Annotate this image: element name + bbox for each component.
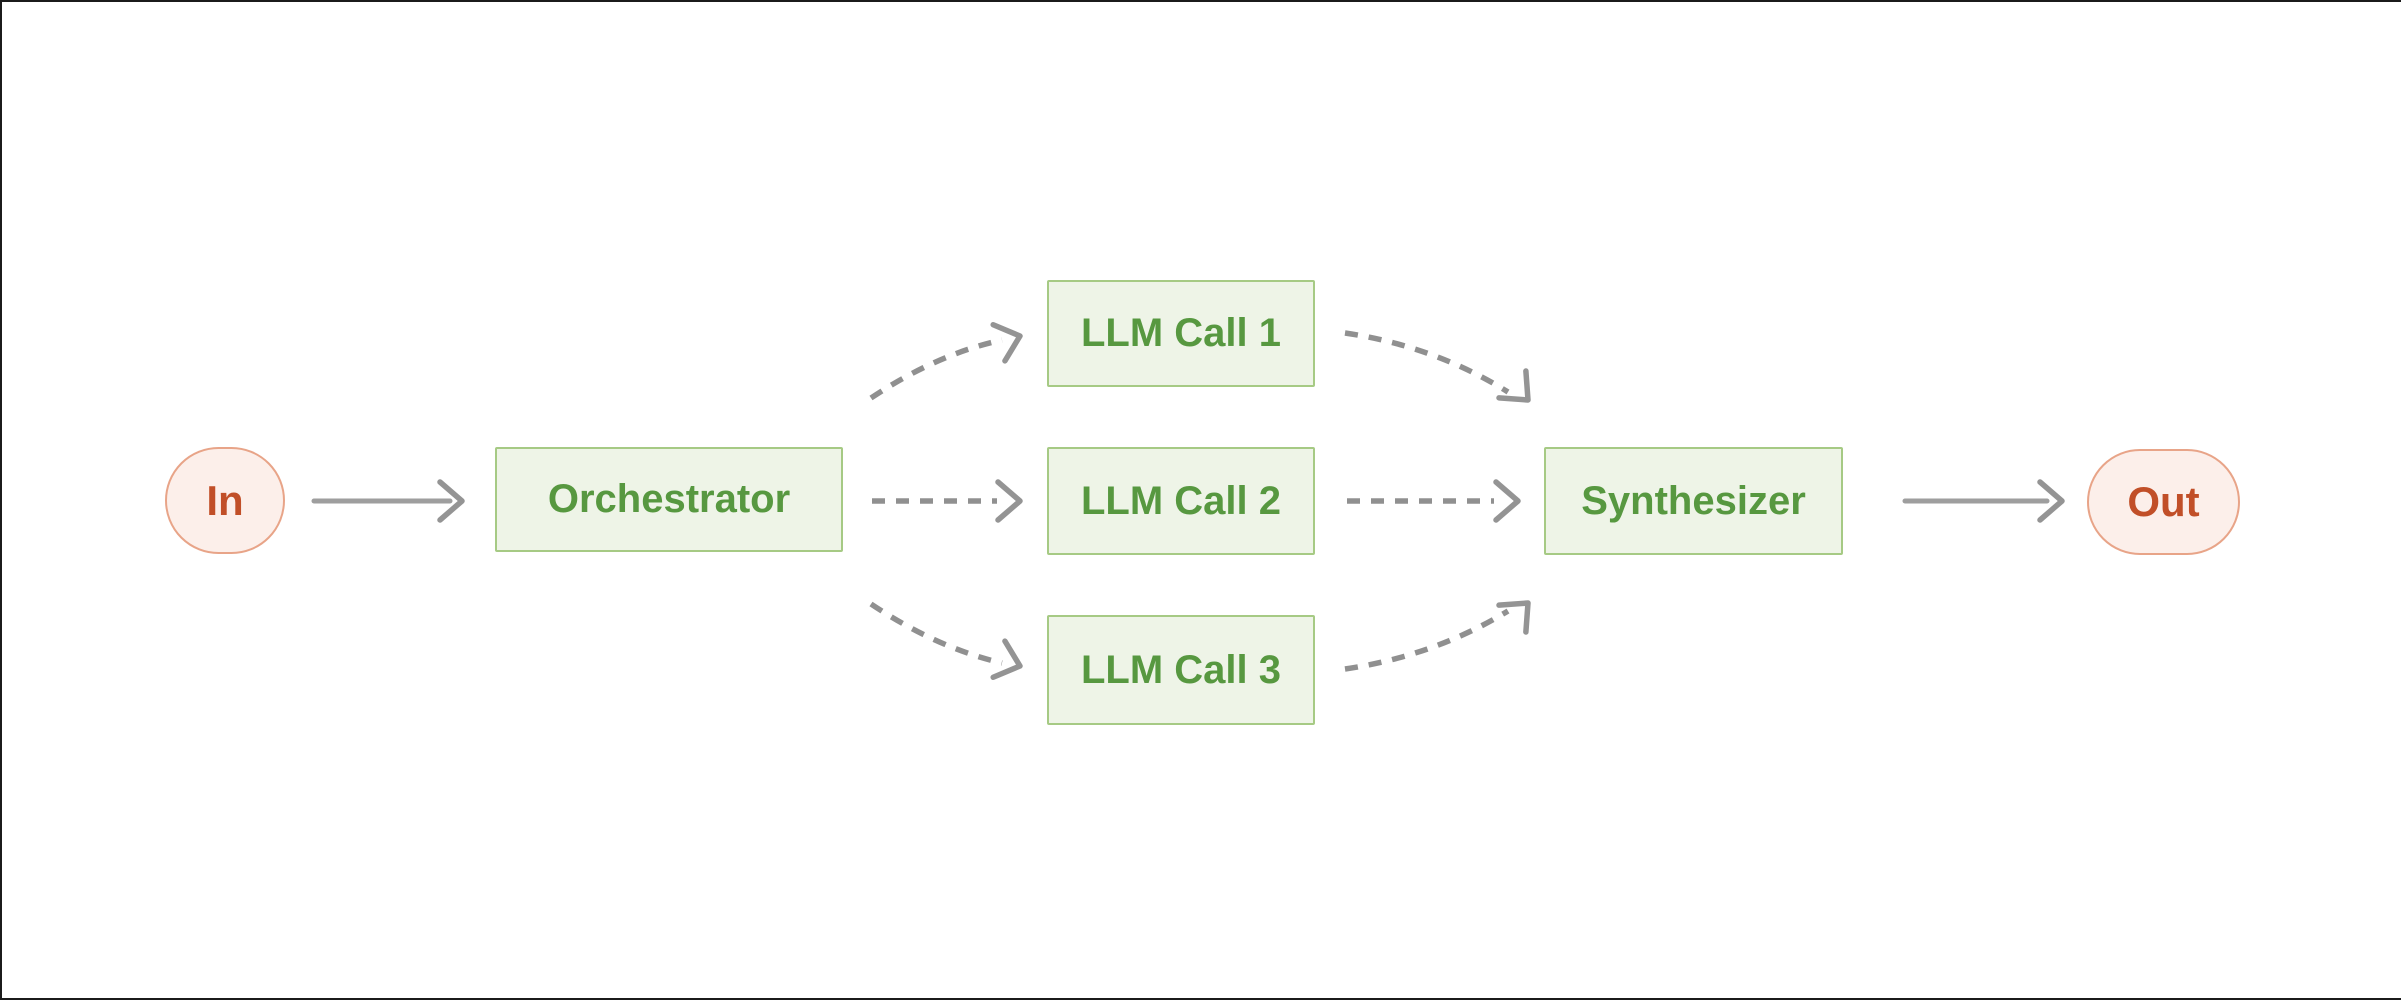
edge-orchestrator-to-llm-call-2	[872, 479, 1023, 523]
node-llm-call-3: LLM Call 3	[1047, 615, 1315, 725]
node-llm-call-1-label: LLM Call 1	[1080, 311, 1282, 355]
edge-llm-call-3-to-synthesizer	[1344, 600, 1531, 672]
edge-llm-call-1-to-synthesizer	[1344, 330, 1531, 403]
node-out: Out	[2087, 449, 2240, 555]
edge-orchestrator-to-llm-call-3	[869, 601, 1023, 681]
node-synthesizer-label: Synthesizer	[1581, 478, 1806, 523]
node-orchestrator: Orchestrator	[495, 447, 843, 552]
node-in-label: In	[206, 476, 244, 524]
node-orchestrator-label: Orchestrator	[547, 477, 791, 521]
node-synthesizer: Synthesizer	[1544, 447, 1843, 555]
edge-llm-call-2-to-synthesizer	[1347, 479, 1521, 523]
node-in: In	[165, 447, 285, 554]
node-out-label: Out	[2127, 478, 2200, 525]
node-llm-call-2-label: LLM Call 2	[1080, 478, 1282, 523]
node-llm-call-3-label: LLM Call 3	[1080, 647, 1282, 692]
edge-orchestrator-to-llm-call-1	[869, 321, 1023, 401]
node-llm-call-1: LLM Call 1	[1047, 280, 1315, 387]
node-llm-call-2: LLM Call 2	[1047, 447, 1315, 555]
edge-synthesizer-to-out	[1902, 479, 2065, 523]
edge-in-to-orchestrator	[311, 479, 465, 523]
